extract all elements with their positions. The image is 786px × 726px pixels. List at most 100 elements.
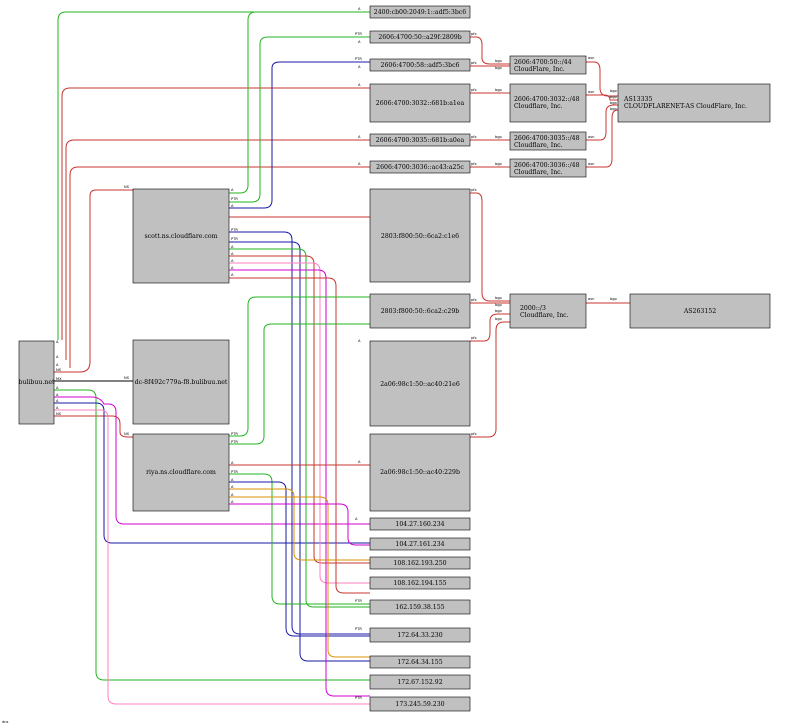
edge-bulibuu-v6-6 [69,166,370,368]
node-org: Cloudflare, Inc. [514,103,563,110]
edge-label-a: A [231,500,234,504]
node-v4-5[interactable]: 162.159.38.155 [369,599,471,615]
edge-label-bgp: bgp [495,309,503,313]
edge-label-ptr: PTR [231,432,238,436]
node-v4-6[interactable]: 172.64.33.230 [369,627,471,643]
edge-label-a: A [358,135,361,139]
node-v6-8[interactable]: 2803:f800:50::6ca2:c29b [369,293,471,329]
edge-label-a: A [358,40,361,44]
edge-label-ptr: PTR [231,470,238,474]
node-v4-7[interactable]: 172.64.34.155 [369,655,471,669]
node-as1[interactable]: AS13335 CLOUDFLARENET-AS CloudFlare, Inc… [617,83,771,123]
edge-v6-2-pfx-1 [470,36,510,65]
edge-label-pfx: pfx [471,32,478,36]
edge-riya-v6-8 [229,296,370,437]
node-v6-3[interactable]: 2606:4700:58::adf5:3bc6 [369,58,471,72]
node-dc[interactable]: dc-8f492c779a-f8.bulibuu.net [132,339,230,425]
node-pfx-3[interactable]: 2606:4700:3035::/48 Cloudflare, Inc. [509,131,587,151]
edge-bulibuu-v6-1 [57,11,370,340]
edge-label-a: A [358,460,361,464]
edge-label-a: A [231,259,234,263]
node-label: 162.159.38.155 [395,604,444,611]
edge-label-ptr: PTR [355,57,362,61]
edge-bulibuu-v4-8 [54,389,370,681]
edge-scott-v4-4 [229,262,370,584]
node-v6-9[interactable]: 2a06:98c1:50::ac40:21e6 [369,340,471,427]
edge-label-bgp: bgp [610,297,618,301]
node-v6-10[interactable]: 2a06:98c1:50::ac40:229b [369,433,471,512]
edge-label-pfx: pfx [471,336,478,340]
node-riya[interactable]: riya.ns.cloudflare.com [132,433,230,512]
edge-label-bgp: bgp [610,89,618,93]
edge-pfx-2-as1 [586,94,618,101]
edge-scott-v6-3 [229,61,370,209]
edge-pfx-3-as1 [586,104,618,141]
node-bulibuu[interactable]: bulibuu.net [19,340,55,425]
edge-label-asn: asn [588,162,594,166]
edge-label-a: A [56,393,59,397]
node-org: CloudFlare, Inc. [514,66,565,73]
node-label: scott.ns.cloudflare.com [144,233,217,240]
edges [54,11,630,705]
edge-label-a: A [231,493,234,497]
node-v4-1[interactable]: 104.27.160.234 [369,517,471,531]
edge-label-ptr: PTR [231,197,238,201]
edge-label-asn: asn [588,297,594,301]
node-label: 2606:4700:58::adf5:3bc6 [381,62,460,69]
node-v6-4[interactable]: 2606:4700:3032::681b:a1ea [369,83,471,123]
edge-scott-v6-1 [229,11,370,194]
node-v4-2[interactable]: 104.27.161.234 [369,537,471,551]
edge-bulibuu-v6-4 [61,87,370,340]
node-v4-3[interactable]: 108.162.193.250 [369,556,471,570]
node-label: 2400:cb00:2049:1::adf5:3bc6 [374,9,466,16]
edge-riya-v6-9 [229,323,370,445]
edge-label-ns: NS [56,368,62,372]
node-label: 2000::/3 [520,305,546,312]
edge-scott-v4-1 [229,277,370,594]
edge-label-a: A [56,406,59,410]
edge-riya-v4-2 [229,503,370,546]
edge-label-ptr: PTR [355,696,362,700]
edge-label-pfx: pfx [471,88,478,92]
node-as2[interactable]: AS263152 [629,293,771,329]
edge-label-ptr: PTR [355,32,362,36]
node-label: 2606:4700:3032::/48 [514,96,580,103]
edge-label-a: A [231,273,234,277]
node-label: AS13335 [623,96,652,103]
node-v6-7[interactable]: 2803:f800:50::6ca2:c1e6 [369,188,471,283]
node-org: Cloudflare, Inc. [520,312,569,319]
node-v6-1[interactable]: 2400:cb00:2049:1::adf5:3bc6 [369,5,471,19]
edge-v6-10-pfx-5 [470,321,510,438]
node-label: 2606:4700:3035::/48 [514,135,580,142]
node-label: 2606:4700:3035::681b:a0ea [376,137,465,144]
edge-v6-7-pfx-5 [470,192,510,302]
node-pfx-1[interactable]: 2606:4700:50::/44 CloudFlare, Inc. [509,55,587,75]
edge-riya-v4-3 [229,488,370,561]
edge-label-a: A [56,363,59,367]
node-v4-9[interactable]: 173.245.59.230 [369,696,471,712]
edge-label-a: A [231,266,234,270]
node-label: 2a06:98c1:50::ac40:21e6 [380,381,460,388]
edge-label-bgp: bgp [495,303,503,307]
node-label: 172.67.152.92 [397,679,442,686]
edge-label-a: A [358,162,361,166]
edge-label-bgp: bgp [495,162,503,166]
node-pfx-2[interactable]: 2606:4700:3032::/48 Cloudflare, Inc. [509,83,587,123]
node-v4-8[interactable]: 172.67.152.92 [369,674,471,690]
node-v6-6[interactable]: 2606:4700:3036::ac43:a25c [369,160,471,174]
edge-label-a: A [358,65,361,69]
node-pfx-4[interactable]: 2606:4700:3036::/48 Cloudflare, Inc. [509,158,587,178]
node-scott[interactable]: scott.ns.cloudflare.com [132,188,230,284]
node-v4-4[interactable]: 108.162.194.155 [369,576,471,590]
node-label: 108.162.194.155 [393,580,446,587]
node-pfx-5[interactable]: 2000::/3 Cloudflare, Inc. [509,293,587,329]
edge-label-pfx: pfx [471,298,478,302]
edge-label-ns: NS [124,185,130,189]
edge-bulibuu-scott [54,189,133,373]
node-v6-2[interactable]: 2606:4700:50::a29f:2809b [369,30,471,44]
node-v6-5[interactable]: 2606:4700:3035::681b:a0ea [369,133,471,147]
edge-pfx-4-as1 [586,109,619,168]
edge-label-a: A [56,399,59,403]
edge-label-a: A [231,252,234,256]
